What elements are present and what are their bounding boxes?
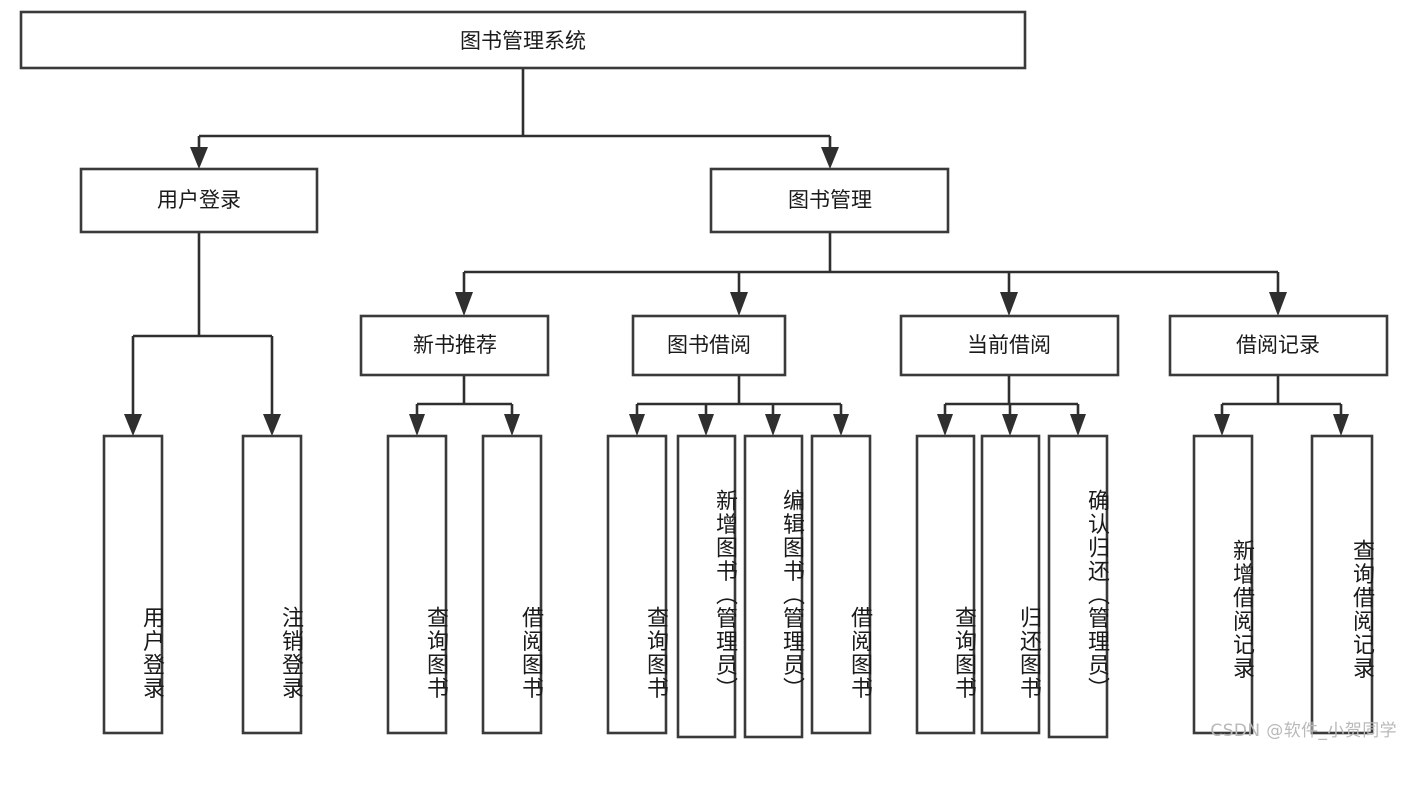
arrow-head-user-login <box>190 147 208 169</box>
arrow-head-leaf-return-book <box>1002 414 1018 436</box>
connector-group-book-borrow <box>629 375 849 436</box>
arrow-head-leaf-user-logout <box>263 414 281 436</box>
node-leaf-add-record-box[interactable] <box>1192 434 1254 735</box>
arrow-head-book-manage <box>821 147 839 169</box>
node-book-borrow-label: 图书借阅 <box>667 333 751 357</box>
node-borrow-record-label: 借阅记录 <box>1236 333 1320 357</box>
node-leaf-user-login-box[interactable] <box>102 434 164 735</box>
node-leaf-query-record-box[interactable] <box>1310 434 1374 735</box>
watermark-text: CSDN @软件_小贺同学 <box>1210 721 1397 741</box>
node-current-borrow-box[interactable] <box>899 314 1120 377</box>
node-book-manage-box[interactable] <box>709 167 950 234</box>
node-root-label: 图书管理系统 <box>460 29 586 53</box>
node-book-manage-label: 图书管理 <box>788 188 872 212</box>
node-leaf-add-book-box[interactable] <box>676 434 737 739</box>
connector-group-borrow-record <box>1214 375 1349 436</box>
arrow-head-leaf-query-record <box>1333 414 1349 436</box>
arrow-head-leaf-edit-book <box>765 414 781 436</box>
node-current-borrow-label: 当前借阅 <box>967 333 1051 357</box>
node-book-borrow-box[interactable] <box>631 314 787 377</box>
arrow-head-leaf-query-book-cb <box>937 414 953 436</box>
node-leaf-edit-book-box[interactable] <box>743 434 804 739</box>
node-new-book-rec-label: 新书推荐 <box>413 333 497 357</box>
connector-group-root <box>190 68 839 169</box>
connector-group-current-borrow <box>937 375 1086 436</box>
diagram-canvas: 图书管理系统 用户登录 图书管理 新书推荐 图书借阅 当前借阅 借阅记录 <box>19 10 1397 741</box>
node-leaf-query-book-rec-box[interactable] <box>386 434 448 735</box>
node-leaf-confirm-return-box[interactable] <box>1047 434 1109 739</box>
node-book-borrow[interactable]: 图书借阅 <box>631 314 787 377</box>
node-user-login-label: 用户登录 <box>157 188 241 212</box>
node-leaf-query-book-cb-box[interactable] <box>915 434 976 735</box>
arrow-head-new-book-rec <box>455 292 473 316</box>
node-leaf-borrow-book-bb-box[interactable] <box>810 434 872 735</box>
connector-group-new-book-rec <box>409 375 520 436</box>
arrow-head-leaf-query-book-rec <box>409 414 425 436</box>
connector-group-book-manage <box>455 232 1287 316</box>
node-leaf-return-book-box[interactable] <box>980 434 1041 735</box>
node-leaf-borrow-book-rec-box[interactable] <box>481 434 543 735</box>
arrow-head-leaf-add-book <box>698 414 714 436</box>
node-leaf-user-logout-box[interactable] <box>241 434 303 735</box>
node-book-manage[interactable]: 图书管理 <box>709 167 950 234</box>
arrow-head-current-borrow <box>1000 292 1018 316</box>
node-new-book-rec-box[interactable] <box>359 314 550 377</box>
node-root[interactable]: 图书管理系统 <box>19 10 1027 70</box>
node-new-book-rec[interactable]: 新书推荐 <box>359 314 550 377</box>
node-current-borrow[interactable]: 当前借阅 <box>899 314 1120 377</box>
arrow-head-leaf-borrow-book-bb <box>833 414 849 436</box>
node-user-login[interactable]: 用户登录 <box>79 167 319 234</box>
node-borrow-record-box[interactable] <box>1168 314 1389 377</box>
arrow-head-leaf-query-book-bb <box>629 414 645 436</box>
arrow-head-book-borrow <box>730 292 748 316</box>
node-root-box[interactable] <box>19 10 1027 70</box>
arrow-head-leaf-user-login <box>124 414 142 436</box>
node-user-login-box[interactable] <box>79 167 319 234</box>
hierarchy-svg: 图书管理系统 用户登录 图书管理 新书推荐 图书借阅 当前借阅 借阅记录 <box>19 10 1389 739</box>
connector-group-user-login <box>124 232 281 436</box>
node-borrow-record[interactable]: 借阅记录 <box>1168 314 1389 377</box>
arrow-head-leaf-add-record <box>1214 414 1230 436</box>
arrow-head-leaf-borrow-book-rec <box>504 414 520 436</box>
node-leaf-query-book-bb-box[interactable] <box>606 434 668 735</box>
arrow-head-leaf-confirm-return <box>1070 414 1086 436</box>
arrow-head-borrow-record <box>1269 292 1287 316</box>
